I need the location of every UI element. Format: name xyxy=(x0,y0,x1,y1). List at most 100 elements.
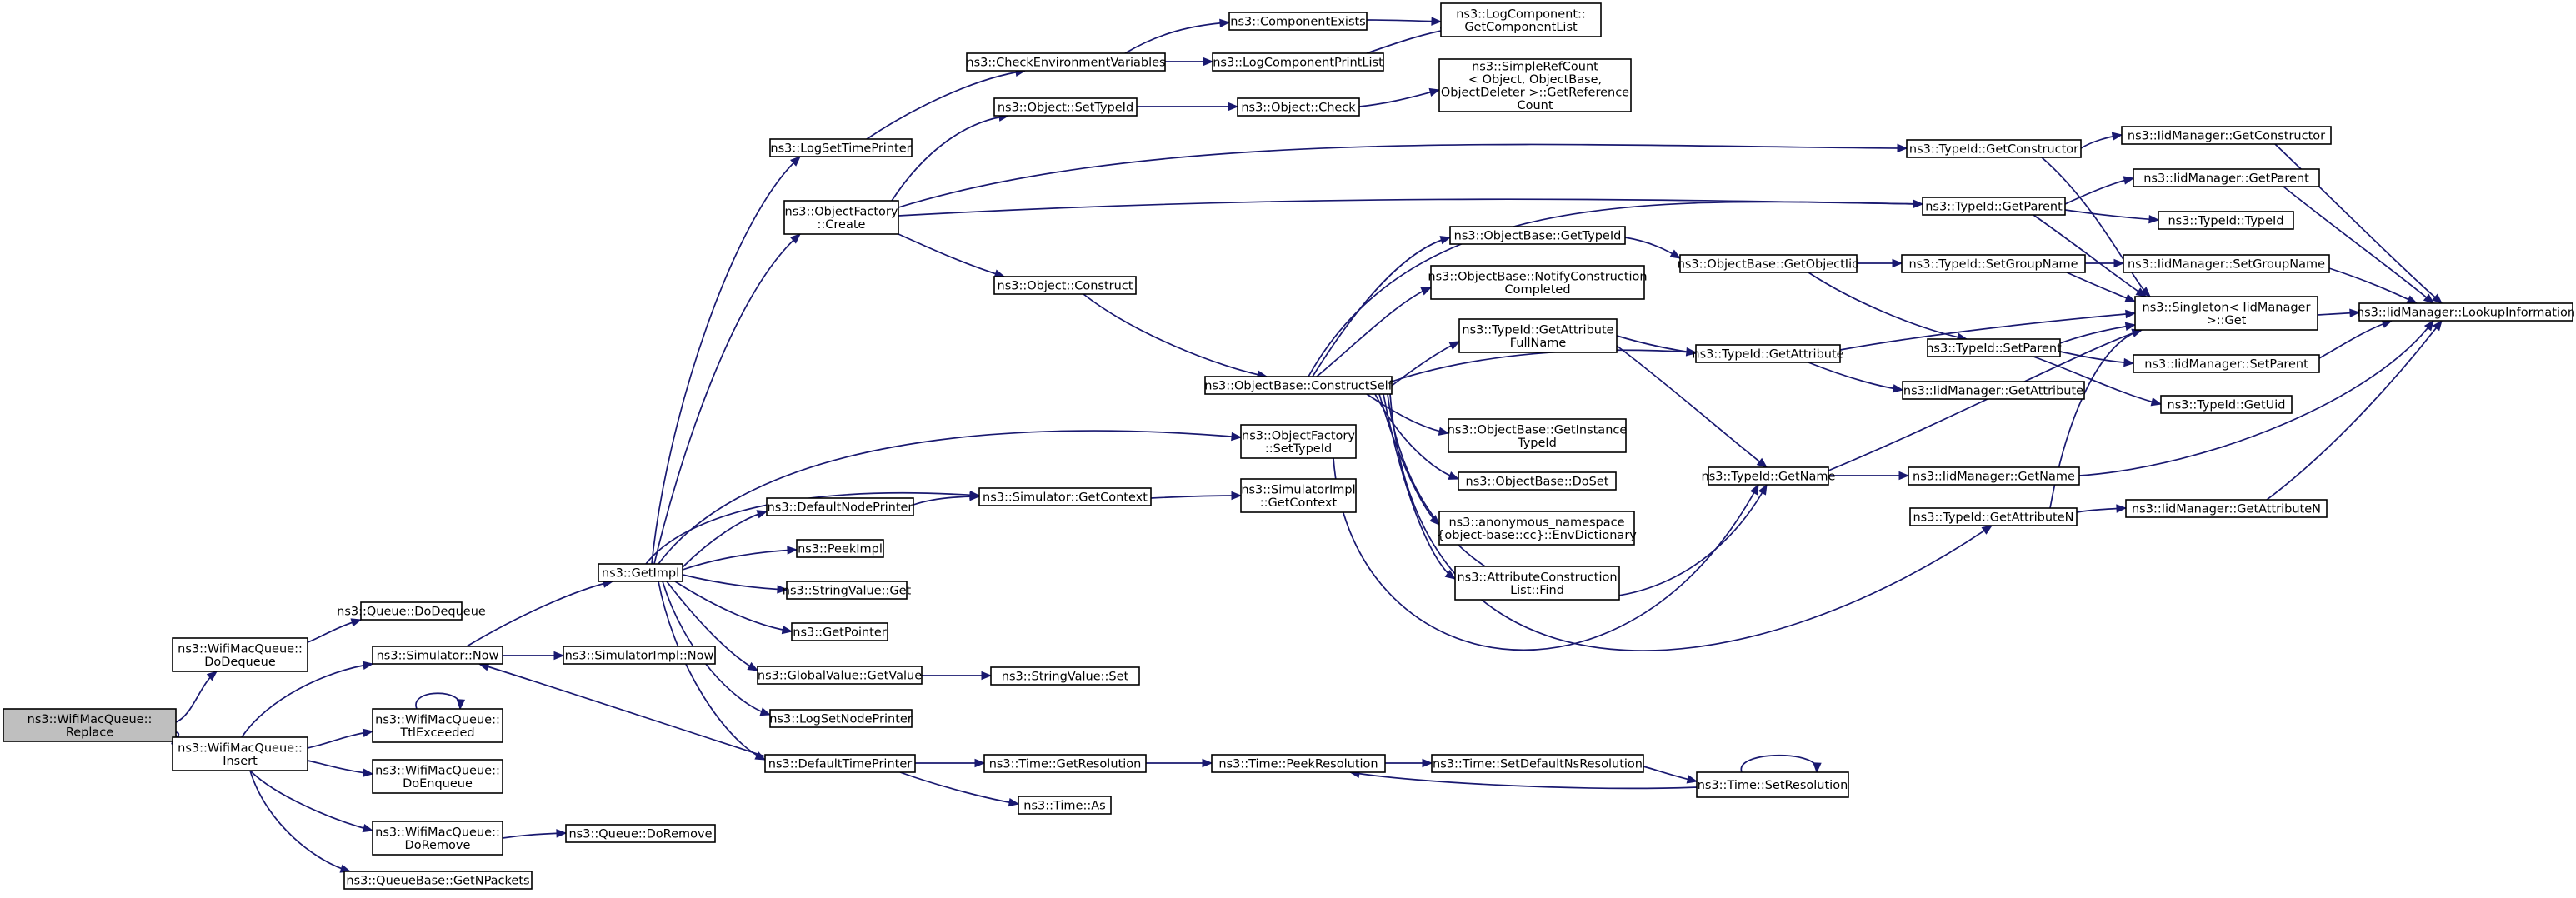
node-typeid-getparent[interactable]: ns3::TypeId::GetParent xyxy=(1922,197,2066,216)
node-box-replace xyxy=(3,708,177,742)
node-peekimpl[interactable]: ns3::PeekImpl xyxy=(796,539,884,558)
node-logcomponent-getlist[interactable]: ns3::LogComponent::GetComponentList xyxy=(1440,2,1602,37)
node-logsetnodeprinter[interactable]: ns3::LogSetNodePrinter xyxy=(769,709,913,728)
node-wmq-doremove[interactable]: ns3::WifiMacQueue::DoRemove xyxy=(372,821,503,856)
node-ob-notify[interactable]: ns3::ObjectBase::NotifyConstructionCompl… xyxy=(1428,265,1648,300)
node-wmq-insert[interactable]: ns3::WifiMacQueue::Insert xyxy=(172,736,308,771)
node-box-typeid-getconstructor xyxy=(1906,139,2082,158)
node-getnpackets[interactable]: ns3::QueueBase::GetNPackets xyxy=(343,871,533,890)
node-iid-getattribute[interactable]: ns3::IidManager::GetAttribute xyxy=(1902,381,2085,400)
node-logsettimeprinter[interactable]: ns3::LogSetTimePrinter xyxy=(769,138,913,157)
node-obj-settypeid[interactable]: ns3::Object::SetTypeId xyxy=(993,97,1138,117)
node-iid-getconstructor[interactable]: ns3::IidManager::GetConstructor xyxy=(2121,126,2332,145)
node-label-logcomponentprintlist-line-1: ns3::LogComponentPrintList xyxy=(1213,57,1383,70)
node-iid-getparent[interactable]: ns3::IidManager::GetParent xyxy=(2133,168,2320,187)
node-obj-construct[interactable]: ns3::Object::Construct xyxy=(993,276,1137,295)
node-iid-getname[interactable]: ns3::IidManager::GetName xyxy=(1908,466,2080,486)
node-label-time-setresolution-line-1: ns3::Time::SetResolution xyxy=(1698,779,1848,792)
node-label-anon-envdict-line-1: ns3::anonymous_namespace xyxy=(1448,516,1624,529)
node-of-create[interactable]: ns3::ObjectFactory::Create xyxy=(783,200,899,235)
node-time-peekresolution[interactable]: ns3::Time::PeekResolution xyxy=(1211,754,1386,773)
node-wmq-doenqueue[interactable]: ns3::WifiMacQueue::DoEnqueue xyxy=(372,759,503,794)
node-label-simplerefcount-line-2: < Object, ObjectBase, xyxy=(1468,73,1602,87)
node-label-getnpackets-line-1: ns3::QueueBase::GetNPackets xyxy=(346,875,529,888)
node-typeid-getname[interactable]: ns3::TypeId::GetName xyxy=(1702,466,1836,486)
edge-componentexists-to-logcomponent-getlist xyxy=(1366,19,1442,22)
node-box-simimpl-getcontext xyxy=(1240,478,1357,513)
edge-of-create-to-typeid-getconstructor-arrowhead xyxy=(1897,143,1908,153)
node-queue-doremove[interactable]: ns3::Queue::DoRemove xyxy=(565,824,716,843)
edge-iid-getname-to-iid-lookupinfo-arrowhead xyxy=(2423,319,2434,332)
node-typeid-setparent[interactable]: ns3::TypeId::SetParent xyxy=(1926,338,2062,357)
node-checkenv[interactable]: ns3::CheckEnvironmentVariables xyxy=(966,52,1166,72)
node-time-getresolution[interactable]: ns3::Time::GetResolution xyxy=(983,754,1147,773)
node-time-setresolution[interactable]: ns3::Time::SetResolution xyxy=(1696,771,1849,798)
edge-getimpl-to-sim-getcontext xyxy=(645,491,980,565)
edge-getimpl-to-logsettimeprinter-arrowhead xyxy=(790,156,801,167)
node-typeid-getuid[interactable]: ns3::TypeId::GetUid xyxy=(2160,395,2293,414)
node-ob-constructself[interactable]: ns3::ObjectBase::ConstructSelf xyxy=(1204,376,1393,395)
node-anon-envdict[interactable]: ns3::anonymous_namespace{object-base::cc… xyxy=(1437,511,1637,546)
node-iid-lookupinfo[interactable]: ns3::IidManager::LookupInformation xyxy=(2357,302,2575,322)
edge-getimpl-to-logsettimeprinter xyxy=(651,156,801,565)
edge-getimpl-to-of-create xyxy=(653,233,801,565)
node-queue-dodequeue[interactable]: ns3::Queue::DoDequeue xyxy=(337,601,486,621)
node-ob-gettypeid[interactable]: ns3::ObjectBase::GetTypeId xyxy=(1449,226,1626,245)
edge-ttl-exceeded-to-ttl-exceeded-arrowhead xyxy=(456,699,466,711)
node-of-settypeid[interactable]: ns3::ObjectFactory::SetTypeId xyxy=(1240,424,1357,459)
node-label-of-create-line-1: ns3::ObjectFactory xyxy=(785,205,898,218)
edge-obj-construct-to-ob-constructself xyxy=(1083,293,1268,377)
node-time-setdefaultns[interactable]: ns3::Time::SetDefaultNsResolution xyxy=(1431,754,1644,773)
edge-sim-getcontext-to-simimpl-getcontext xyxy=(1150,495,1242,499)
node-replace[interactable]: ns3::WifiMacQueue::Replace xyxy=(3,708,177,742)
edge-wmq-insert-to-sim-now-arrowhead xyxy=(362,661,374,670)
node-wmq-dodequeue[interactable]: ns3::WifiMacQueue::DoDequeue xyxy=(172,637,308,672)
node-stringvalue-get[interactable]: ns3::StringValue::Get xyxy=(783,581,912,600)
node-getpointer[interactable]: ns3::GetPointer xyxy=(791,622,888,641)
node-typeid-setgroupname[interactable]: ns3::TypeId::SetGroupName xyxy=(1901,254,2086,273)
node-box-iid-lookupinfo xyxy=(2358,302,2573,322)
node-stringvalue-set[interactable]: ns3::StringValue::Set xyxy=(990,666,1140,686)
node-box-componentexists xyxy=(1228,12,1368,31)
node-ob-doset[interactable]: ns3::ObjectBase::DoSet xyxy=(1458,471,1617,491)
node-ob-getobjectiid[interactable]: ns3::ObjectBase::GetObjectIid xyxy=(1678,254,1860,273)
node-box-iid-getattribute xyxy=(1902,381,2085,400)
node-sim-getcontext[interactable]: ns3::Simulator::GetContext xyxy=(978,487,1152,506)
node-componentexists[interactable]: ns3::ComponentExists xyxy=(1228,12,1368,31)
node-typeid-getconstructor[interactable]: ns3::TypeId::GetConstructor xyxy=(1906,139,2082,158)
node-label-wmq-doremove-line-2: DoRemove xyxy=(405,839,471,852)
node-typeid-getattribute[interactable]: ns3::TypeId::GetAttribute xyxy=(1692,344,1844,363)
node-simimpl-now[interactable]: ns3::SimulatorImpl::Now xyxy=(563,646,716,665)
edge-typeid-setgroupname-to-singleton-get-arrowhead xyxy=(2124,293,2137,302)
node-box-iid-getattributen xyxy=(2125,499,2328,518)
node-iid-setgroupname[interactable]: ns3::IidManager::SetGroupName xyxy=(2123,254,2330,273)
node-gv-getvalue[interactable]: ns3::GlobalValue::GetValue xyxy=(757,666,923,685)
node-label-queue-doremove-line-1: ns3::Queue::DoRemove xyxy=(568,828,712,841)
node-sim-now[interactable]: ns3::Simulator::Now xyxy=(372,646,503,665)
node-singleton-get[interactable]: ns3::Singleton< IidManager>::Get xyxy=(2134,296,2318,331)
node-iid-getattributen[interactable]: ns3::IidManager::GetAttributeN xyxy=(2125,499,2328,518)
node-typeid-typeid[interactable]: ns3::TypeId::TypeId xyxy=(2158,211,2294,230)
edge-getimpl-to-getpointer xyxy=(674,581,793,632)
edge-typeid-setparent-to-iid-setparent xyxy=(2059,351,2134,364)
node-label-iid-lookupinfo-line-1: ns3::IidManager::LookupInformation xyxy=(2357,307,2575,320)
edge-wmq-insert-to-wmq-doremove xyxy=(249,770,373,831)
node-defaulttimeprinter[interactable]: ns3::DefaultTimePrinter xyxy=(764,754,916,773)
node-logcomponentprintlist[interactable]: ns3::LogComponentPrintList xyxy=(1212,52,1384,72)
node-ttl-exceeded[interactable]: ns3::WifiMacQueue::TtlExceeded xyxy=(372,708,503,743)
node-obj-check[interactable]: ns3::Object::Check xyxy=(1237,97,1360,117)
node-simimpl-getcontext[interactable]: ns3::SimulatorImpl::GetContext xyxy=(1240,478,1357,513)
node-box-time-peekresolution xyxy=(1211,754,1386,773)
edge-ob-constructself-to-anon-envdict-arrowhead xyxy=(1429,515,1440,526)
node-label-checkenv-line-1: ns3::CheckEnvironmentVariables xyxy=(966,57,1165,70)
node-typeid-getattributen[interactable]: ns3::TypeId::GetAttributeN xyxy=(1909,507,2078,526)
node-label-sim-getcontext-line-1: ns3::Simulator::GetContext xyxy=(983,491,1148,505)
node-defaultnodeprinter[interactable]: ns3::DefaultNodePrinter xyxy=(766,497,914,516)
node-iid-setparent[interactable]: ns3::IidManager::SetParent xyxy=(2133,354,2320,373)
node-time-as[interactable]: ns3::Time::As xyxy=(1018,796,1112,815)
node-getimpl[interactable]: ns3::GetImpl xyxy=(598,563,683,582)
node-simplerefcount[interactable]: ns3::SimpleRefCount< Object, ObjectBase,… xyxy=(1438,58,1632,112)
